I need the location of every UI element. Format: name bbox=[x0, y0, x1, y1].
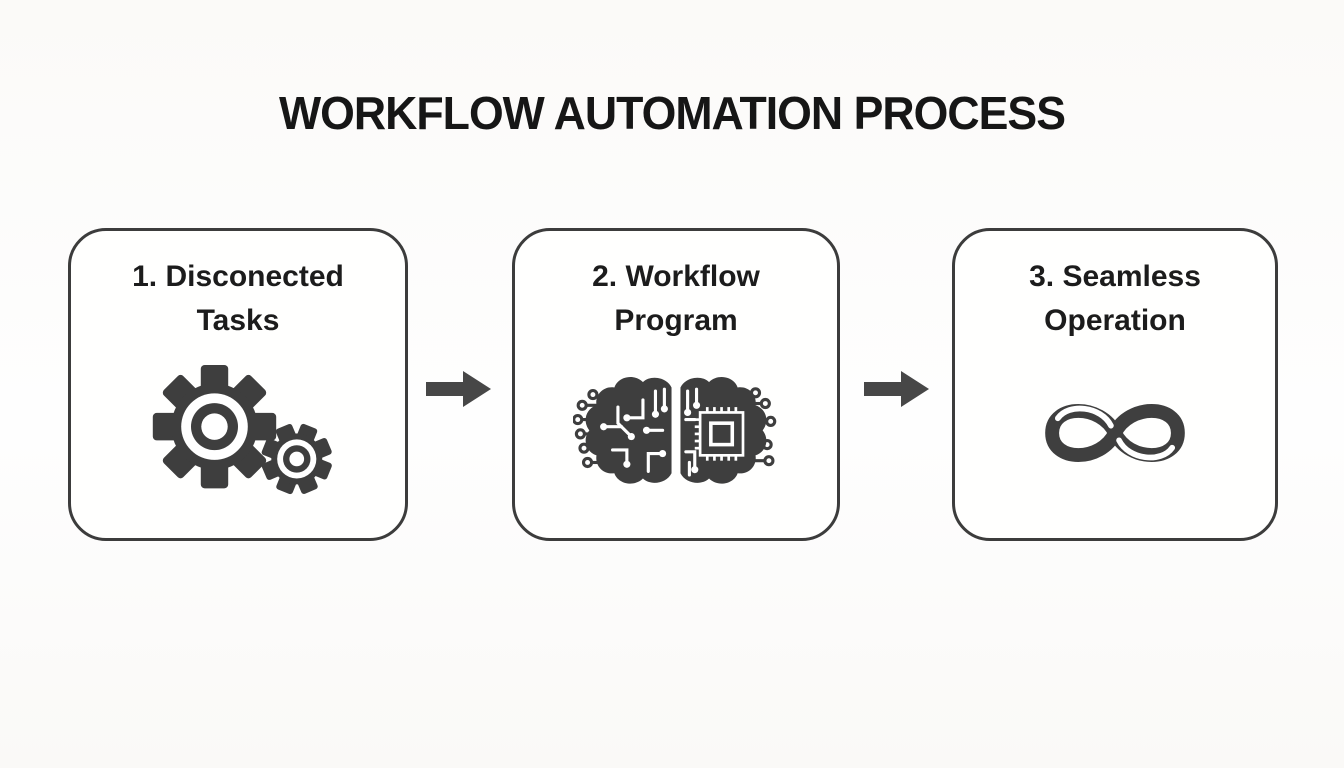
step-card-disconnected-tasks: 1. Disconected Tasks bbox=[68, 228, 408, 541]
step-label: 1. Disconected Tasks bbox=[132, 260, 344, 337]
arrow-right-icon bbox=[864, 369, 930, 409]
step-label: 3. Seamless Operation bbox=[1029, 260, 1201, 337]
arrow-right-icon bbox=[426, 369, 492, 409]
page-title: WORKFLOW AUTOMATION PROCESS bbox=[278, 87, 1066, 139]
step-label: 2. Workflow Program bbox=[592, 260, 760, 337]
infinity-icon bbox=[955, 342, 1275, 538]
step-card-workflow-program: 2. Workflow Program bbox=[512, 228, 840, 541]
ai-brain-chip-icon bbox=[515, 342, 837, 538]
gears-icon bbox=[71, 342, 405, 538]
step-card-seamless-operation: 3. Seamless Operation bbox=[952, 228, 1278, 541]
